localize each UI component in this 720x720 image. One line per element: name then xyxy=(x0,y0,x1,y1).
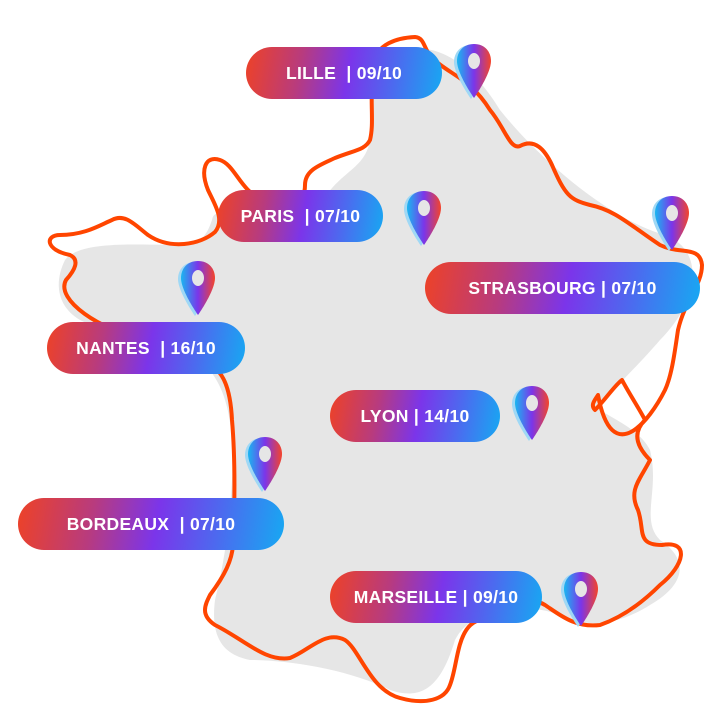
map-pin-icon-bordeaux[interactable] xyxy=(245,435,285,493)
map-pin-icon-lyon[interactable] xyxy=(512,384,552,442)
map-pin-icon-paris[interactable] xyxy=(404,189,444,247)
city-badge-nantes[interactable]: NANTES | 16/10 xyxy=(47,322,245,374)
map-pin-icon-nantes[interactable] xyxy=(178,259,218,317)
map-pin-icon-marseille[interactable] xyxy=(561,570,601,628)
map-pin-icon-lille[interactable] xyxy=(454,42,494,100)
city-badge-paris[interactable]: PARIS | 07/10 xyxy=(218,190,383,242)
city-badge-strasbourg[interactable]: STRASBOURG | 07/10 xyxy=(425,262,700,314)
map-pin-icon-strasbourg[interactable] xyxy=(652,194,692,252)
city-badge-lille[interactable]: LILLE | 09/10 xyxy=(246,47,442,99)
city-badge-marseille[interactable]: MARSEILLE | 09/10 xyxy=(330,571,542,623)
france-land-shape xyxy=(58,48,693,694)
city-badge-lyon[interactable]: LYON | 14/10 xyxy=(330,390,500,442)
city-badge-bordeaux[interactable]: BORDEAUX | 07/10 xyxy=(18,498,284,550)
